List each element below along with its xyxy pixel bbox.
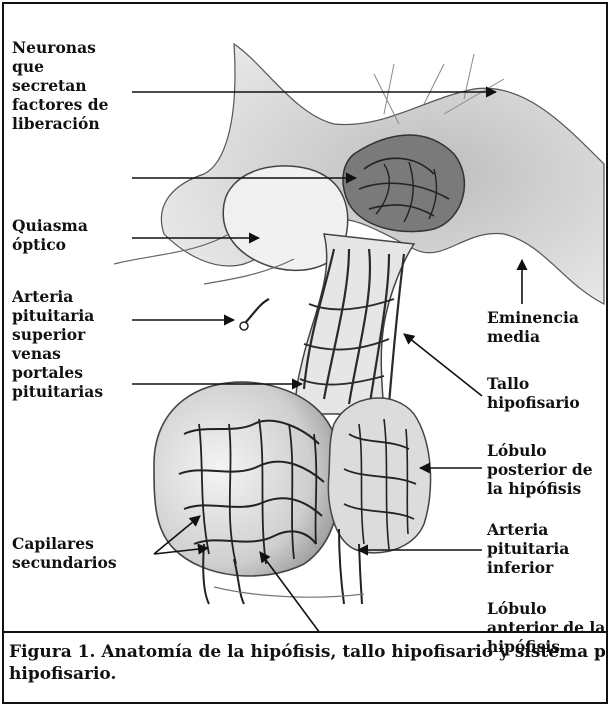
caption-band: Figura 1. Anatomía de la hipófisis, tall… bbox=[4, 631, 608, 704]
label-arteria-pituitaria-inferior: Arteria pituitaria inferior bbox=[487, 520, 569, 577]
figure-caption: Figura 1. Anatomía de la hipófisis, tall… bbox=[9, 641, 608, 685]
label-lobulo-posterior: Lóbulo posterior de la hipófisis bbox=[487, 441, 593, 498]
label-eminencia-media: Eminencia media bbox=[487, 308, 579, 346]
anterior-lobe-shape bbox=[154, 382, 340, 576]
figure-frame: Neuronas que secretan factores de libera… bbox=[2, 2, 608, 704]
posterior-lobe-shape bbox=[328, 398, 430, 553]
label-capilares-secundarios: Capilares secundarios bbox=[12, 534, 117, 572]
label-arteria-pituitaria-superior: Arteria pituitaria superior venas portal… bbox=[12, 287, 103, 401]
label-quiasma-optico: Quiasma óptico bbox=[12, 216, 88, 254]
label-neuronas: Neuronas que secretan factores de libera… bbox=[12, 38, 109, 133]
label-tallo-hipofisario: Tallo hipofisario bbox=[487, 374, 580, 412]
anatomy-figure: Neuronas que secretan factores de libera… bbox=[4, 4, 608, 631]
